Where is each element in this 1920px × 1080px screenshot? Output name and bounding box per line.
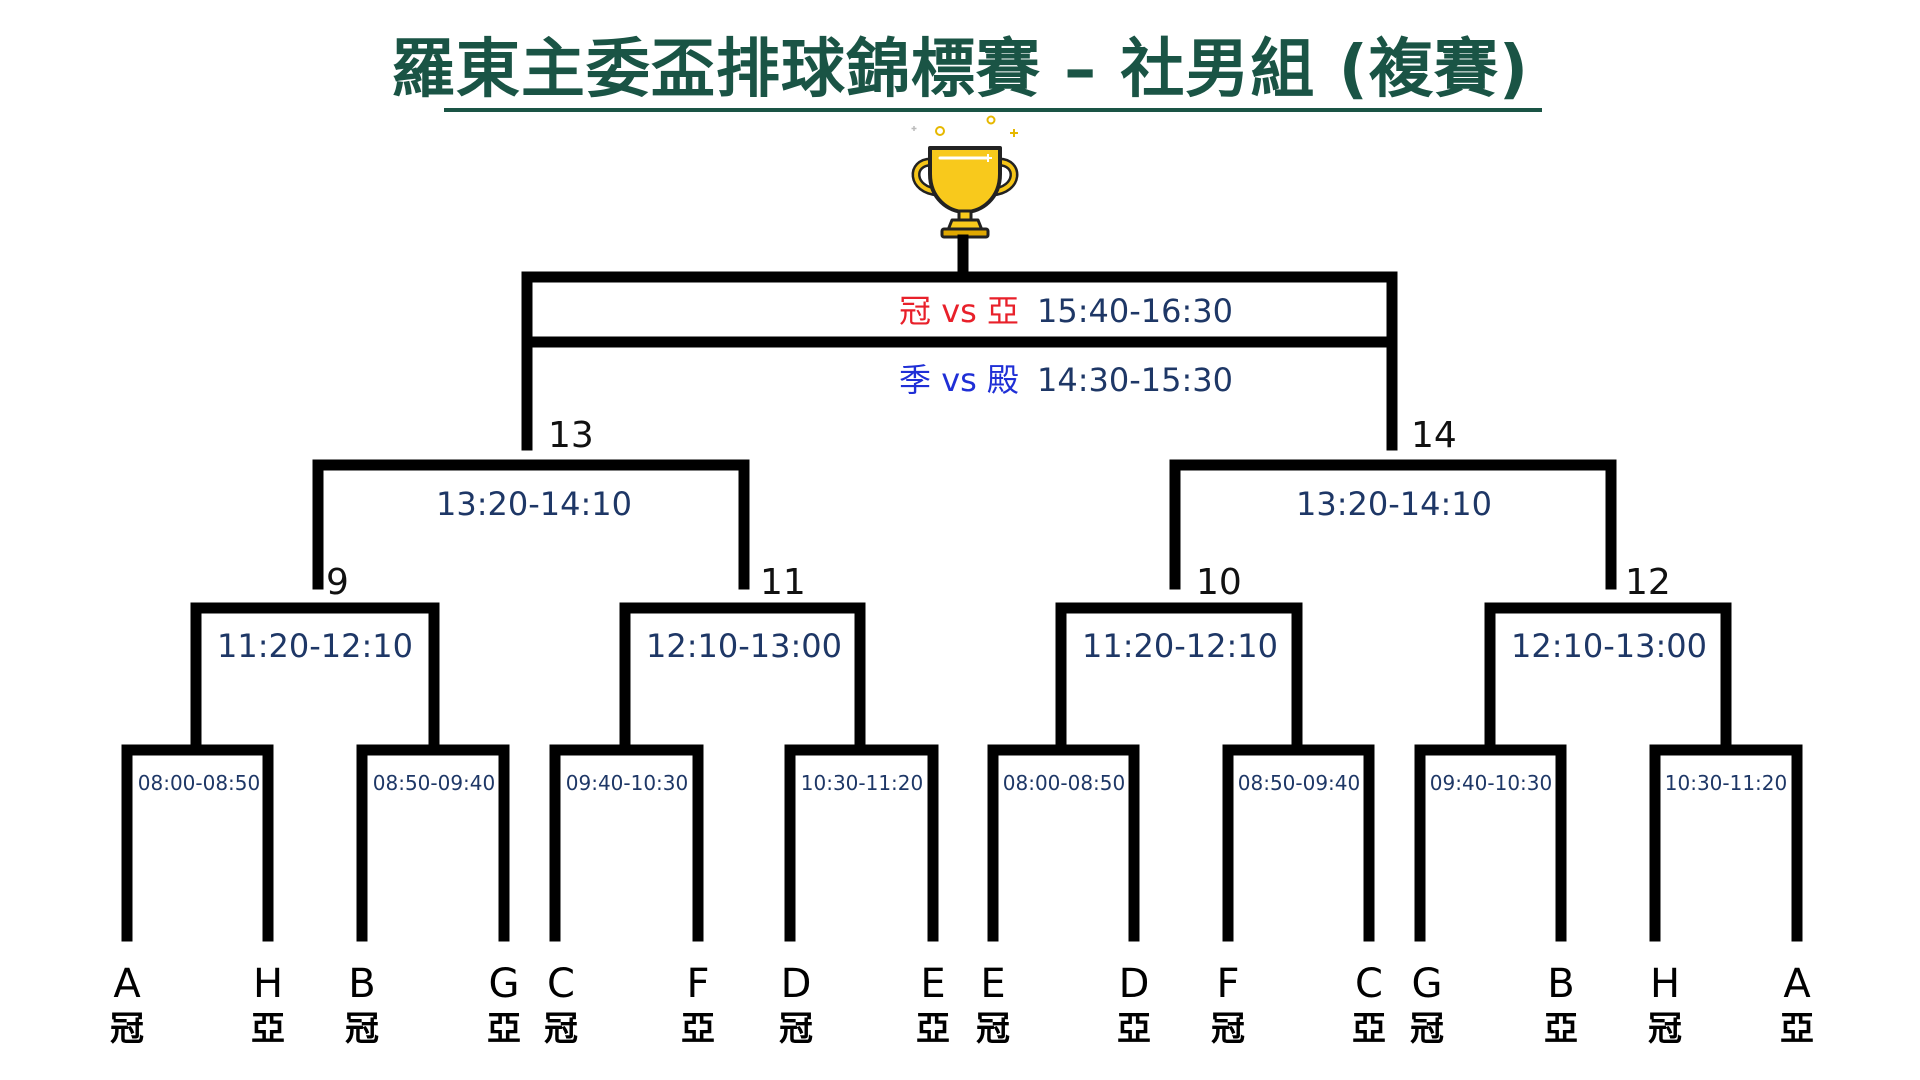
- quarter-time-12: 12:10-13:00: [1511, 627, 1707, 665]
- r1-bracket-1: [121, 744, 274, 942]
- r1-time-1: 08:00-08:50: [137, 771, 261, 795]
- team-letter: C: [547, 961, 575, 1007]
- team-letter: C: [1355, 961, 1383, 1007]
- quarter-bracket-10: [1055, 602, 1303, 751]
- r1-bracket-5: [987, 744, 1140, 942]
- team-letter: A: [113, 961, 141, 1007]
- r1-time-6: 08:50-09:40: [1237, 771, 1361, 795]
- team-rank: 冠: [1410, 1009, 1444, 1049]
- champion-match-time: 15:40-16:30: [1036, 292, 1233, 330]
- team-letter: D: [1118, 961, 1150, 1007]
- r1-time-4: 10:30-11:20: [800, 771, 924, 795]
- team-letter: B: [348, 961, 376, 1007]
- r1-time-7: 09:40-10:30: [1429, 771, 1553, 795]
- team-rank: 亞: [487, 1009, 521, 1049]
- final-bracket-outer: [521, 271, 1398, 451]
- team-letter: B: [1547, 961, 1575, 1007]
- r1-time-8: 10:30-11:20: [1664, 771, 1788, 795]
- team-rank: 亞: [681, 1009, 715, 1049]
- r1-bracket-2: [356, 744, 510, 942]
- team-letter: F: [1216, 961, 1240, 1007]
- team-letter: A: [1783, 961, 1811, 1007]
- match-number-10: 10: [1196, 562, 1242, 603]
- final-third-place-match: 季 vs 殿 14:30-15:30: [899, 364, 1233, 396]
- team-rank: 亞: [1780, 1009, 1814, 1049]
- team-rank: 亞: [916, 1009, 950, 1049]
- final-champion-match: 冠 vs 亞 15:40-16:30: [899, 295, 1233, 327]
- title-underline: [444, 108, 1542, 112]
- semi-bracket-14: [1169, 459, 1617, 590]
- team-letter: G: [1411, 961, 1443, 1007]
- team-letter: F: [686, 961, 710, 1007]
- match-number-9: 9: [326, 562, 349, 603]
- team-letter: E: [920, 961, 946, 1007]
- match-number-11: 11: [760, 562, 806, 603]
- trophy-icon: [911, 115, 1019, 239]
- team-rank: 亞: [1117, 1009, 1151, 1049]
- team-letter: H: [252, 961, 284, 1007]
- quarter-bracket-11: [619, 602, 866, 751]
- team-rank: 冠: [345, 1009, 379, 1049]
- match-number-12: 12: [1625, 562, 1671, 603]
- third-place-match-label: 季 vs 殿: [899, 361, 1019, 399]
- quarter-time-11: 12:10-13:00: [646, 627, 842, 665]
- team-letter: H: [1649, 961, 1681, 1007]
- semi-time-14: 13:20-14:10: [1296, 485, 1492, 523]
- semi-bracket-13: [312, 459, 750, 590]
- team-rank: 冠: [1211, 1009, 1245, 1049]
- team-letter: D: [780, 961, 812, 1007]
- page-title: 羅東主委盃排球錦標賽 – 社男組 (複賽): [390, 33, 1530, 107]
- team-rank: 亞: [1352, 1009, 1386, 1049]
- r1-time-5: 08:00-08:50: [1002, 771, 1126, 795]
- team-rank: 亞: [1544, 1009, 1578, 1049]
- team-rank: 亞: [251, 1009, 285, 1049]
- r1-bracket-7: [1414, 744, 1567, 942]
- quarter-bracket-9: [190, 602, 440, 751]
- team-rank: 冠: [110, 1009, 144, 1049]
- r1-bracket-4: [784, 744, 939, 942]
- r1-bracket-6: [1222, 744, 1375, 942]
- team-rank: 冠: [544, 1009, 578, 1049]
- match-number-13: 13: [548, 415, 594, 456]
- r1-bracket-8: [1649, 744, 1803, 942]
- quarter-time-10: 11:20-12:10: [1082, 627, 1278, 665]
- third-place-match-time: 14:30-15:30: [1036, 361, 1233, 399]
- r1-bracket-3: [549, 744, 704, 942]
- team-rank: 冠: [1648, 1009, 1682, 1049]
- r1-time-3: 09:40-10:30: [565, 771, 689, 795]
- champion-match-label: 冠 vs 亞: [899, 292, 1019, 330]
- quarter-time-9: 11:20-12:10: [217, 627, 413, 665]
- team-rank: 冠: [976, 1009, 1010, 1049]
- team-letter: E: [980, 961, 1006, 1007]
- r1-time-2: 08:50-09:40: [372, 771, 496, 795]
- team-rank: 冠: [779, 1009, 813, 1049]
- team-letter: G: [488, 961, 520, 1007]
- semi-time-13: 13:20-14:10: [436, 485, 632, 523]
- match-number-14: 14: [1411, 415, 1457, 456]
- quarter-bracket-12: [1484, 602, 1732, 751]
